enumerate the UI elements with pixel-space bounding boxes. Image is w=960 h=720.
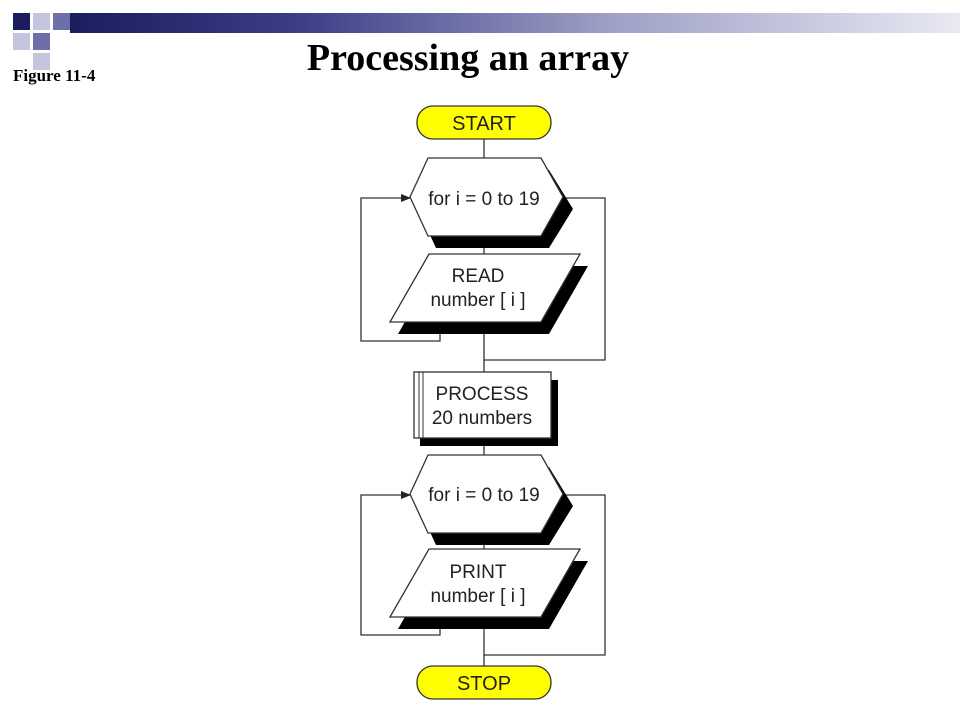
stop-label: STOP: [457, 673, 511, 695]
print-variable-label: number [ i ]: [430, 586, 525, 607]
header-square: [53, 13, 70, 30]
slide-title: Processing an array: [306, 37, 630, 79]
loop-back-arrow: [360, 194, 441, 342]
header-square: [13, 13, 30, 30]
header-square: [13, 33, 30, 50]
print-label: PRINT: [450, 562, 507, 583]
connector-line: [483, 197, 606, 361]
connector-line: [483, 494, 606, 656]
figure-label: Figure 11-4: [13, 66, 96, 85]
read-label: READ: [452, 266, 505, 287]
header-square: [33, 53, 50, 70]
print-output-shape: PRINT number [ i ]: [388, 548, 588, 629]
process-box: PROCESS 20 numbers: [413, 371, 558, 446]
loop-hexagon: for i = 0 to 19: [409, 454, 573, 545]
header-gradient-band: [70, 13, 960, 33]
stop-terminal: STOP: [416, 665, 552, 700]
loop-label: for i = 0 to 19: [428, 485, 539, 506]
read-input-shape: READ number [ i ]: [388, 253, 588, 334]
process-count-label: 20 numbers: [432, 408, 532, 429]
loop-hexagon: for i = 0 to 19: [409, 157, 573, 248]
process-label: PROCESS: [436, 384, 529, 405]
read-variable-label: number [ i ]: [430, 290, 525, 311]
start-terminal: START: [416, 105, 552, 140]
header-square: [33, 13, 50, 30]
loop-label: for i = 0 to 19: [428, 189, 539, 210]
start-label: START: [452, 113, 516, 135]
header-square: [33, 33, 50, 50]
